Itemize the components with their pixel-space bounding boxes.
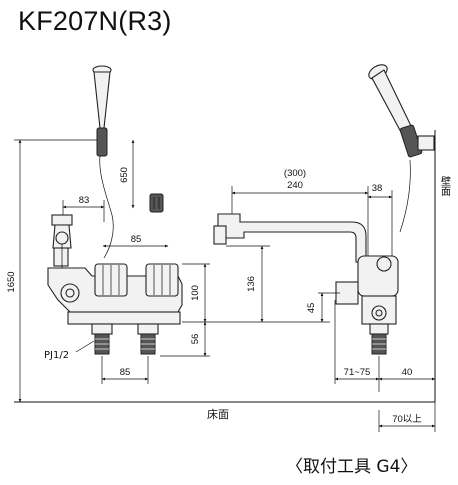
- shower-outlet: [51, 214, 73, 270]
- faucet-body: [47, 263, 183, 325]
- dim-hose-drop: 650: [119, 167, 130, 183]
- wall-hook: [149, 193, 164, 213]
- mounted-shower-head: [368, 64, 435, 233]
- front-view: [14, 65, 330, 403]
- dim-spout-height: 136: [246, 276, 257, 292]
- dim-left-offset: 83: [79, 195, 90, 206]
- dim-bottom-pitch: 85: [120, 367, 131, 378]
- dim-outlet-range: 71~75: [344, 367, 371, 378]
- label-floor: 床面: [207, 407, 229, 421]
- dim-spout-reach: 240: [287, 180, 303, 191]
- spout: [213, 213, 367, 263]
- model-title: KF207N(R3): [18, 6, 172, 36]
- dim-pipe-stub: 56: [190, 334, 201, 345]
- pipe-fittings: [91, 323, 159, 355]
- dim-wall-clear: 40: [402, 367, 413, 378]
- dim-body-height: 100: [190, 285, 201, 301]
- dim-handle-pitch: 85: [131, 234, 142, 245]
- side-view: [213, 64, 436, 432]
- label-wall: 壁面: [439, 175, 451, 197]
- dim-spout-offset: 38: [372, 183, 383, 194]
- dim-overall-height: 1650: [6, 271, 17, 292]
- mixer-side-body: [335, 255, 399, 355]
- dim-wall-min: 70以上: [392, 414, 422, 425]
- label-thread: PJ1/2: [44, 350, 69, 361]
- install-tool-note: 〈取付工具 G4〉: [286, 457, 418, 477]
- dim-spout-reach-ref: (300): [284, 168, 306, 179]
- hanging-shower-head: [92, 65, 114, 259]
- dim-outlet-height: 45: [306, 303, 317, 314]
- thread-leader: [75, 340, 95, 353]
